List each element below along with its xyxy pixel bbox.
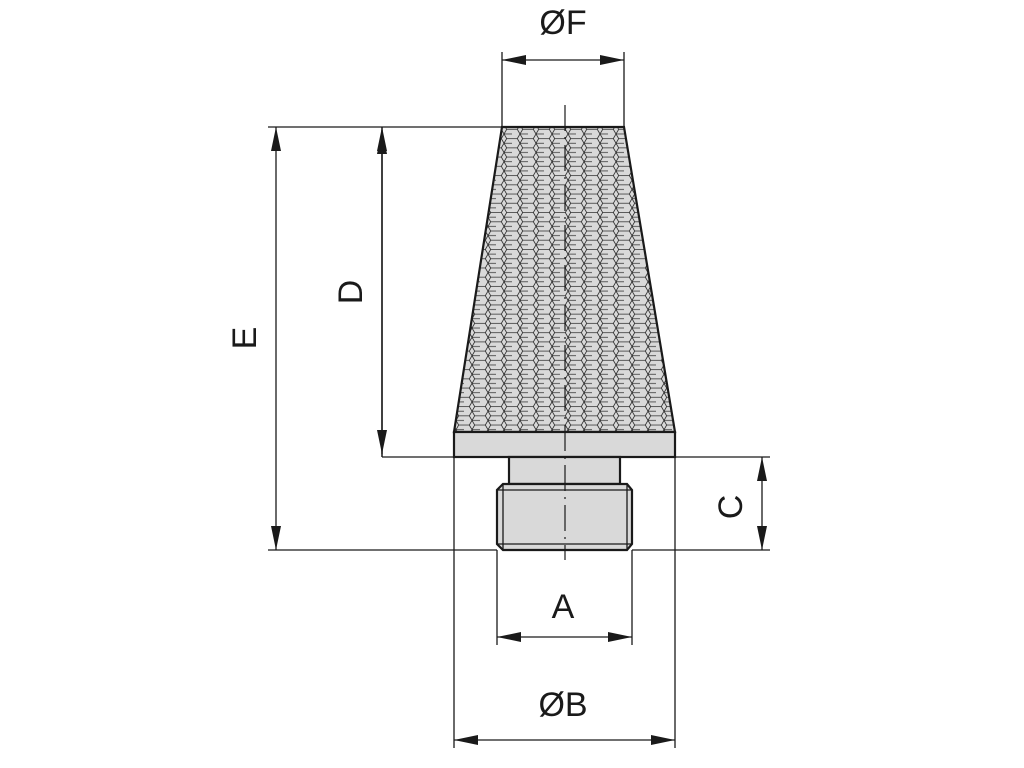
dimension-label-b: ØB bbox=[538, 686, 587, 724]
dimension-a: A bbox=[496, 550, 633, 645]
dimension-c: C bbox=[632, 456, 770, 551]
dimension-label-d: D bbox=[332, 280, 370, 305]
dimension-label-c: C bbox=[712, 495, 750, 520]
dimension-label-e: E bbox=[226, 327, 264, 350]
dimension-label-f: ØF bbox=[539, 4, 586, 42]
dimension-d: D bbox=[332, 127, 454, 458]
dimension-b: ØB bbox=[453, 457, 676, 748]
dimension-e: E bbox=[226, 126, 502, 551]
dimension-label-a: A bbox=[552, 588, 575, 626]
dimension-f: ØF bbox=[501, 4, 625, 127]
